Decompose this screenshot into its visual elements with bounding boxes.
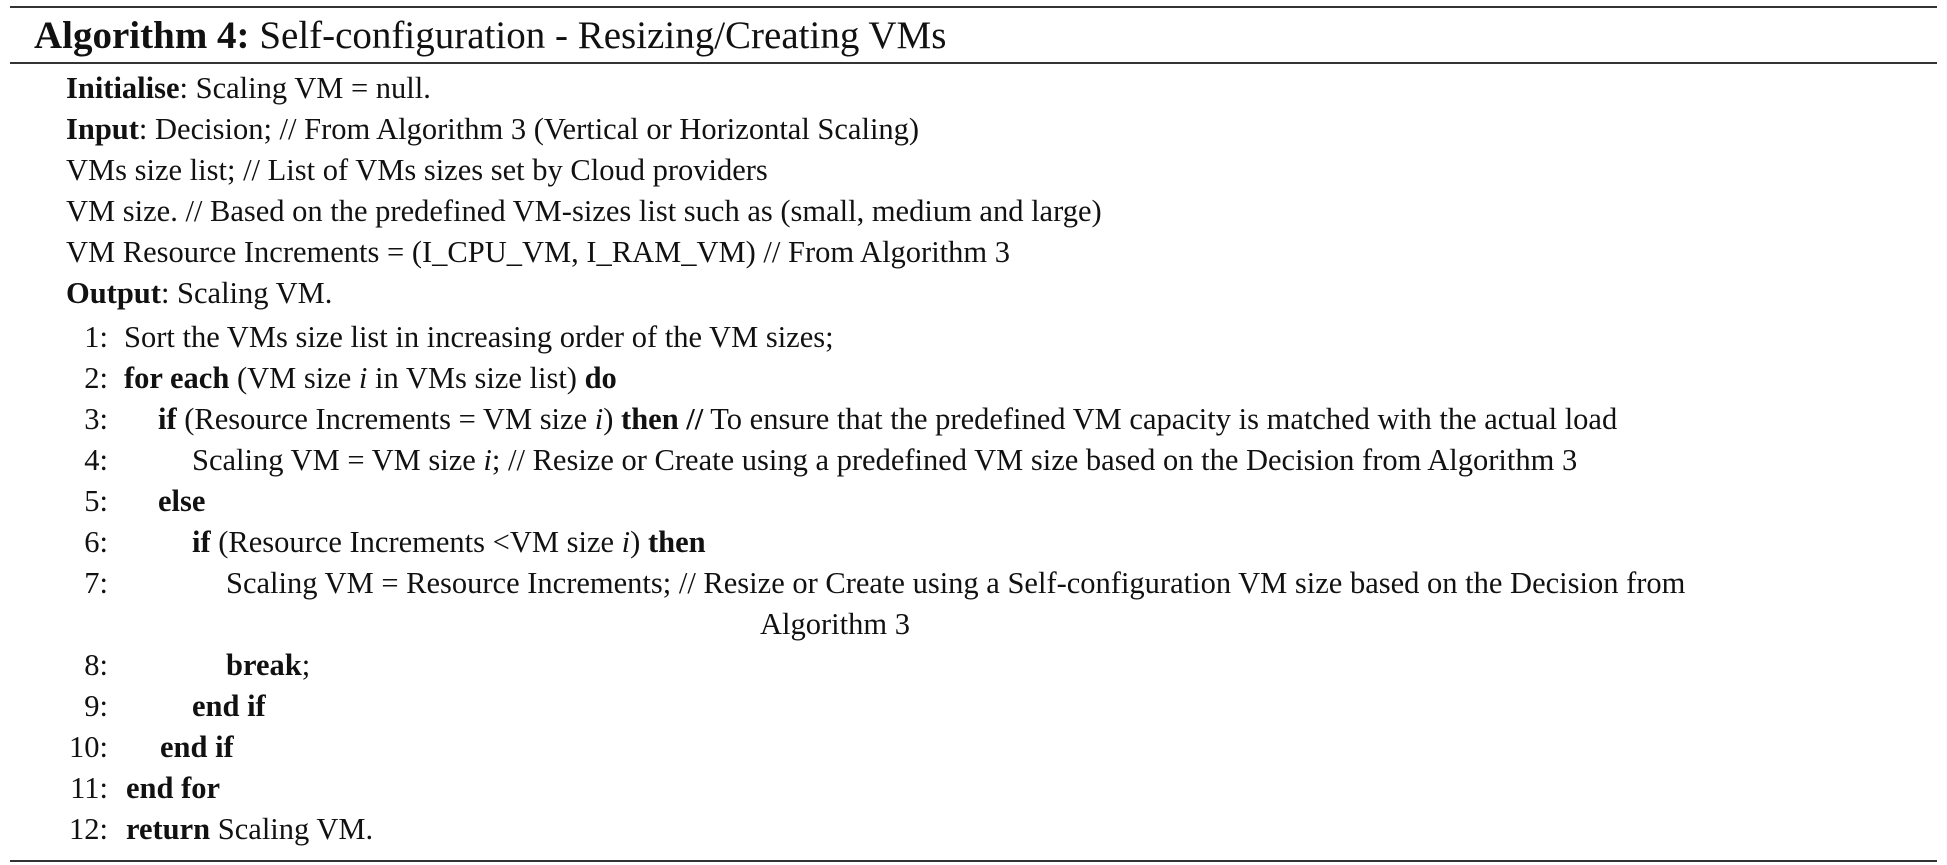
line-number: 4: (84, 443, 108, 477)
keyword-end-if: end if (192, 689, 266, 723)
keyword-end-for: end for (126, 771, 221, 805)
line-number: 7: (84, 566, 108, 600)
input-text-3: VM size. // Based on the predefined VM-s… (66, 194, 1102, 228)
keyword-then: then (647, 525, 706, 559)
step-text: Algorithm 3 (760, 607, 910, 641)
algorithm-caption: Algorithm 4: Self-configuration - Resizi… (34, 8, 946, 62)
bottom-rule (10, 860, 1937, 862)
output-text: : Scaling VM. (160, 276, 333, 310)
line-number: 1: (84, 320, 108, 354)
variable-i: i (594, 402, 604, 436)
keyword-do: do (584, 361, 617, 395)
keyword-then: then // (621, 402, 704, 436)
keyword-else: else (158, 484, 206, 518)
output-keyword: Output (66, 276, 161, 310)
input-text-2: VMs size list; // List of VMs sizes set … (66, 153, 768, 187)
initialise-keyword: Initialise (66, 71, 180, 105)
input-keyword: Input (66, 112, 139, 146)
keyword-end-if: end if (160, 730, 234, 764)
step-comment: To ensure that the predefined VM capacit… (703, 402, 1618, 436)
line-number: 8: (84, 648, 108, 682)
step-text: Scaling VM. (210, 812, 374, 846)
keyword-if: if (192, 525, 211, 559)
step-text: ) (603, 402, 622, 436)
caption-title: Self-configuration - Resizing/Creating V… (259, 13, 947, 57)
initialise-text: : Scaling VM = null. (179, 71, 431, 105)
step-text: ; (301, 648, 311, 682)
step-text: (Resource Increments = VM size (176, 402, 595, 436)
step-text: Sort the VMs size list in increasing ord… (124, 320, 834, 354)
line-number: 12: (69, 812, 108, 846)
caption-rule (10, 62, 1937, 64)
step-text: Scaling VM = VM size (192, 443, 484, 477)
line-number: 9: (84, 689, 108, 723)
keyword-for-each: for each (124, 361, 230, 395)
variable-i: i (358, 361, 368, 395)
line-number: 3: (84, 402, 108, 436)
input-text: : Decision; // From Algorithm 3 (Vertica… (138, 112, 920, 146)
step-text: Scaling VM = Resource Increments; // Res… (226, 566, 1686, 600)
line-number: 10: (69, 730, 108, 764)
top-rule (10, 6, 1937, 8)
keyword-break: break (226, 648, 302, 682)
line-number: 2: (84, 361, 108, 395)
line-number: 6: (84, 525, 108, 559)
step-text: (Resource Increments <VM size (210, 525, 622, 559)
variable-i: i (483, 443, 492, 477)
keyword-if: if (158, 402, 177, 436)
line-number: 11: (70, 771, 108, 805)
step-text: in VMs size list) (367, 361, 585, 395)
step-text: (VM size (229, 361, 359, 395)
variable-i: i (621, 525, 631, 559)
caption-label: Algorithm 4: (34, 13, 250, 57)
keyword-return: return (126, 812, 211, 846)
step-text: ) (630, 525, 648, 559)
line-number: 5: (84, 484, 108, 518)
input-text-4: VM Resource Increments = (I_CPU_VM, I_RA… (66, 235, 1010, 269)
step-comment: ; // Resize or Create using a predefined… (491, 443, 1578, 477)
